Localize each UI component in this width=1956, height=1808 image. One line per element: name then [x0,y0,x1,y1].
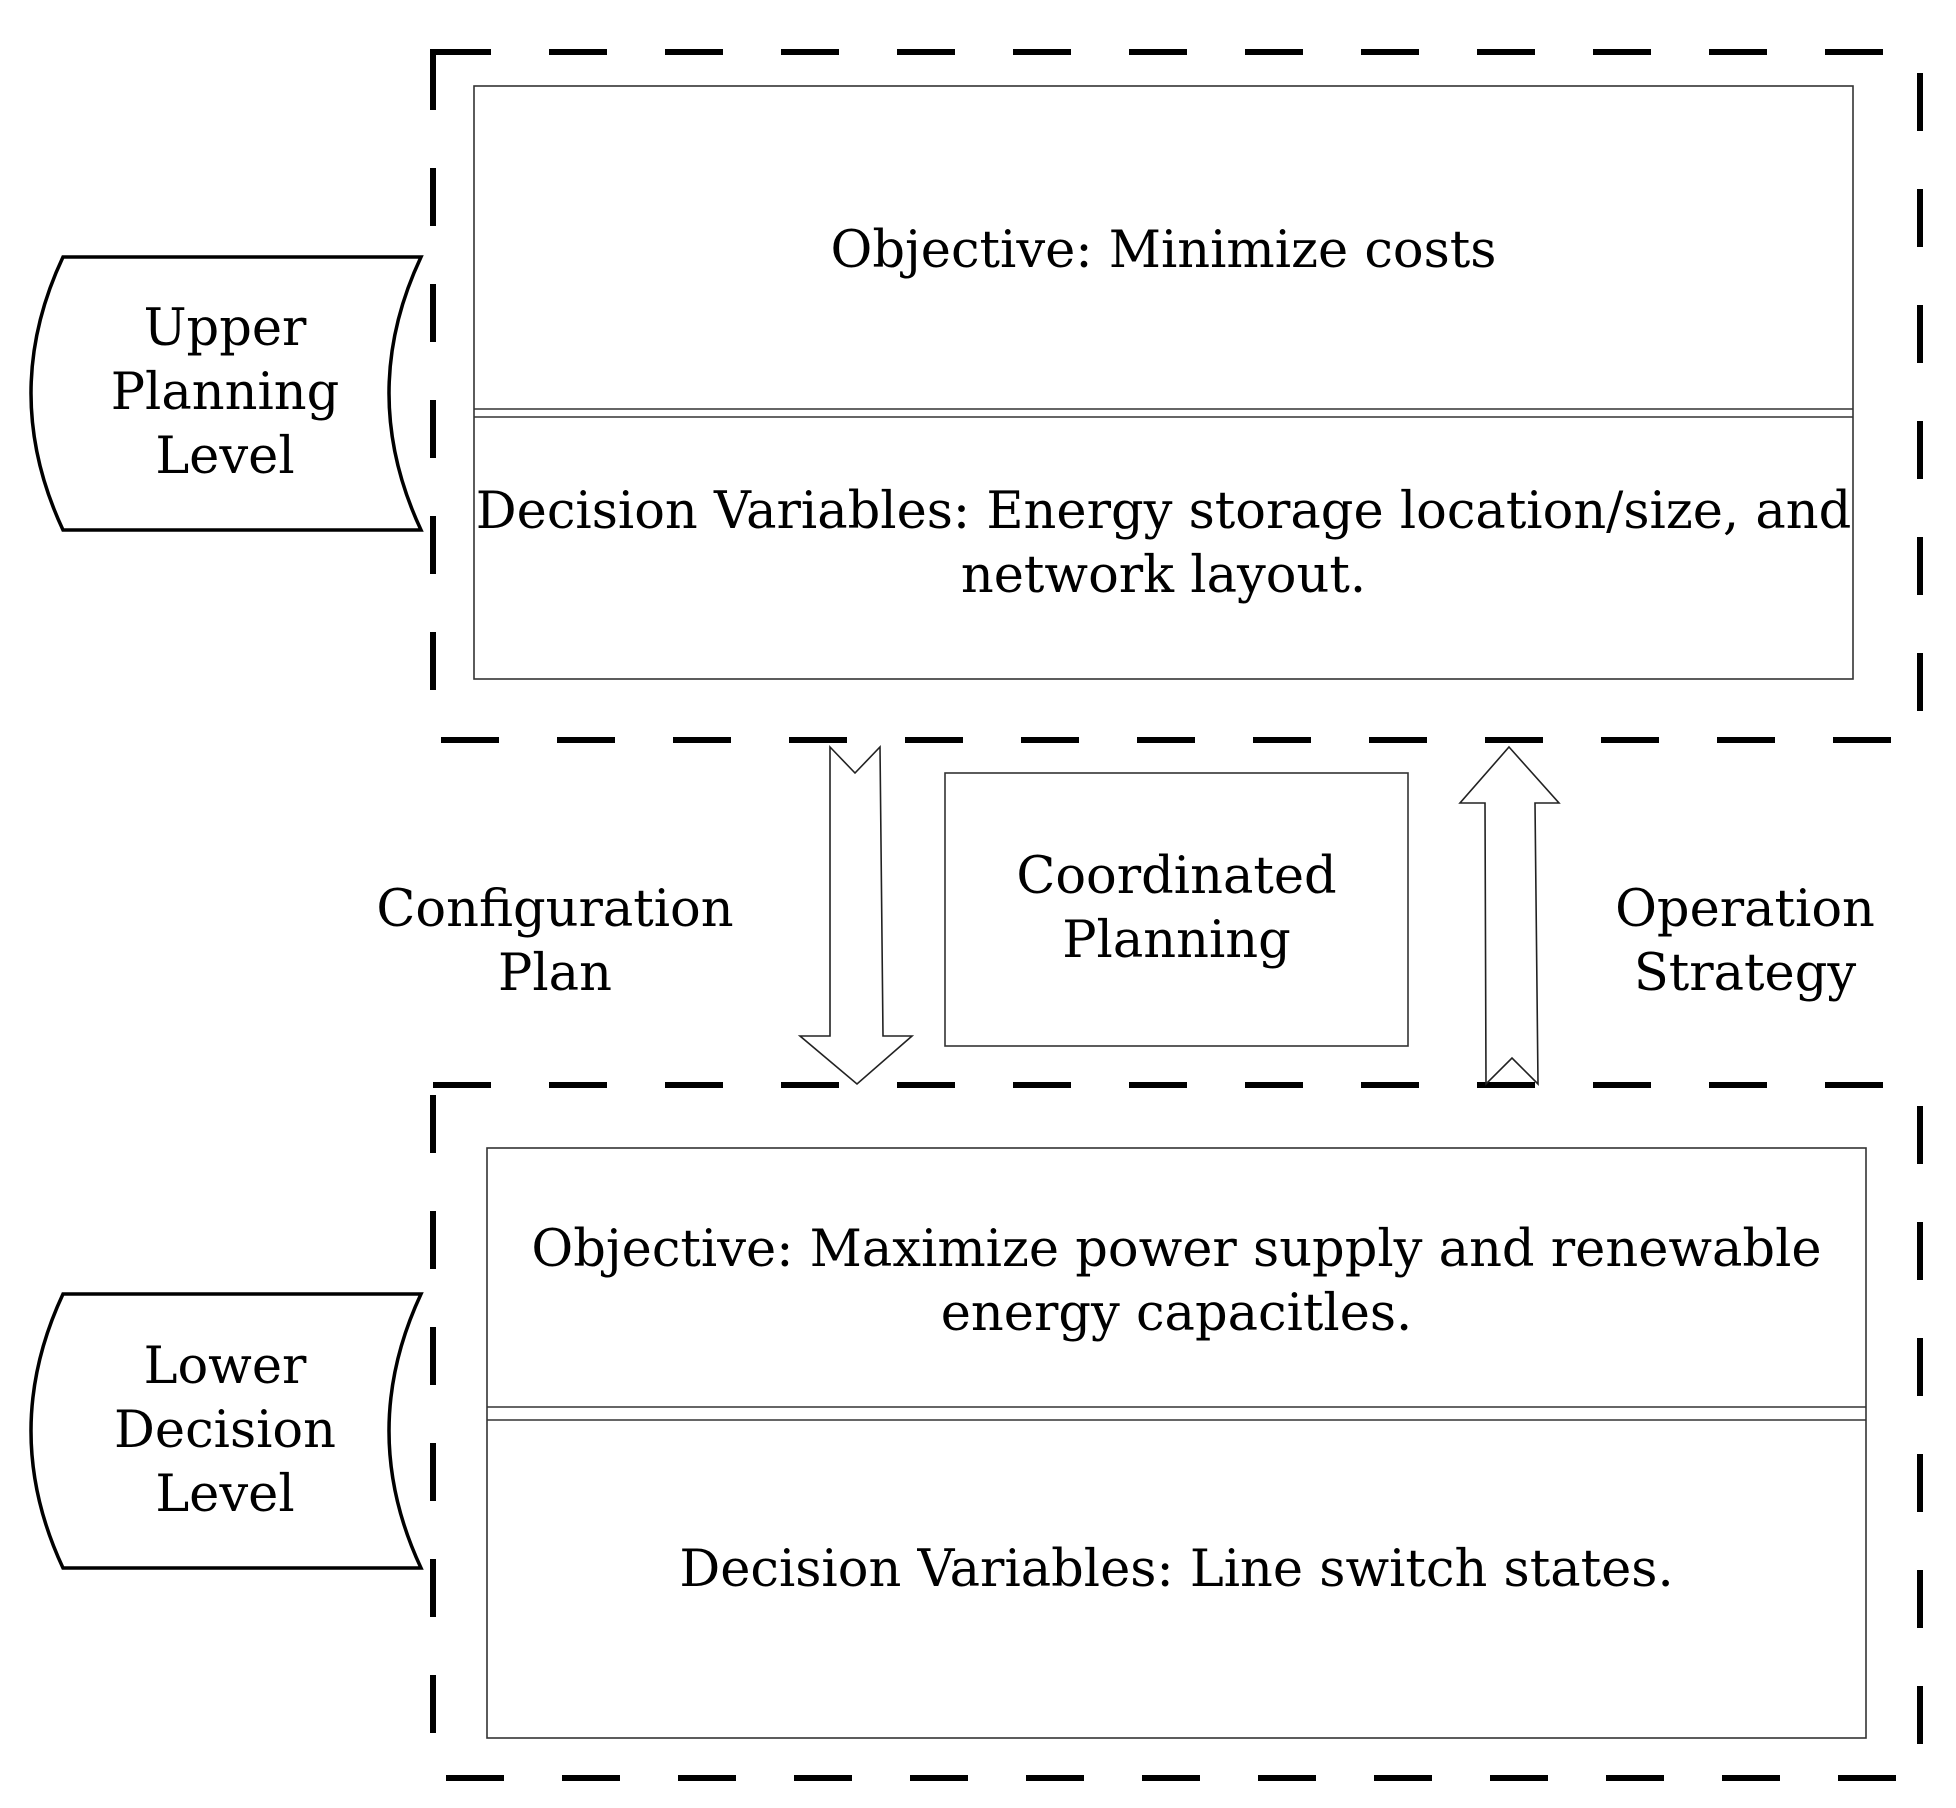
lower-objective-text: Objective: Maximize power supply and ren… [487,1218,1866,1346]
upper-level-tag-shape [29,255,424,532]
operation-strategy-line-1: Operation [1615,880,1875,939]
down-arrow-icon [797,745,915,1086]
lower-level-label-line-1: Lower [143,1337,307,1396]
coordinated-planning-box [944,772,1409,1047]
lower-level-label: Lower Decision Level [70,1335,380,1527]
upper-inner-box [473,85,1854,680]
upper-decision-variables-text: Decision Variables: Energy storage locat… [474,480,1853,608]
configuration-plan-label: Configuration Plan [365,878,745,1006]
lower-objective-line-1: Objective: Maximize power supply and ren… [531,1220,1822,1279]
lower-objective-line-2: energy capacitles. [940,1284,1413,1343]
lower-decision-variables-text: Decision Variables: Line switch states. [487,1538,1866,1602]
upper-variables-line-2: network layout. [960,546,1367,605]
lower-level-tag-shape [29,1292,424,1570]
configuration-plan-line-1: Configuration [376,880,734,939]
upper-objective-text: Objective: Minimize costs [474,219,1853,283]
up-arrow-icon [1458,745,1561,1086]
operation-strategy-label: Operation Strategy [1590,878,1900,1006]
lower-inner-box [486,1147,1867,1739]
lower-variables-line: Decision Variables: Line switch states. [679,1540,1674,1599]
upper-level-label-line-3: Level [155,427,295,486]
lower-level-label-line-3: Level [155,1465,295,1524]
coordinated-planning-line-2: Planning [1062,911,1291,970]
upper-level-label: Upper Planning Level [70,297,380,489]
upper-objective-line: Objective: Minimize costs [830,221,1497,280]
configuration-plan-line-2: Plan [498,944,612,1003]
coordinated-planning-line-1: Coordinated [1016,847,1337,906]
operation-strategy-line-2: Strategy [1633,944,1857,1003]
coordinated-planning-label: Coordinated Planning [945,845,1408,973]
upper-level-label-line-2: Planning [110,363,340,422]
lower-level-label-line-2: Decision [114,1401,336,1460]
upper-level-label-line-1: Upper [143,299,307,358]
upper-variables-line-1: Decision Variables: Energy storage locat… [475,482,1852,541]
